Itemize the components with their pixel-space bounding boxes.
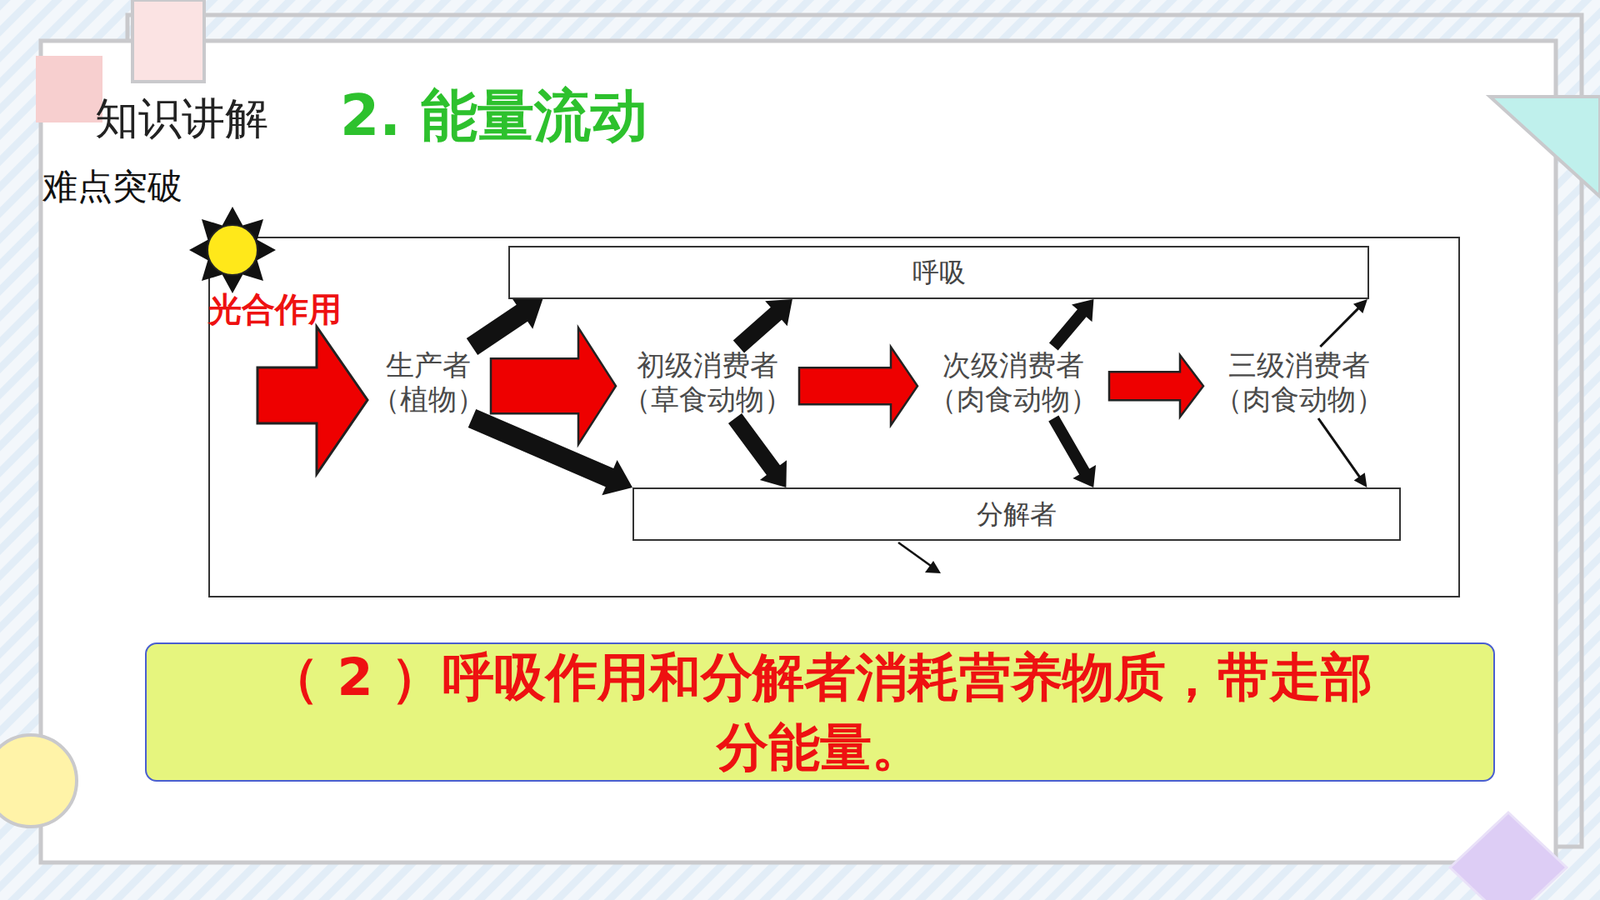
slide-title: 2. 能量流动 <box>340 78 648 155</box>
pink-tab <box>132 0 205 82</box>
node-note: （肉食动物） <box>928 382 1099 417</box>
loss-arrow <box>733 299 793 353</box>
sunlight-arrow <box>257 326 368 475</box>
loss-arrow <box>468 409 633 495</box>
diagram-frame <box>209 237 1460 597</box>
energy-flow-arrow <box>799 346 918 425</box>
callout-text: （ 2 ）呼吸作用和分解者消耗营养物质，带走部分能量。 <box>263 642 1377 782</box>
process-label: 光合作用 <box>208 286 342 333</box>
node-name: 三级消费者 <box>1228 348 1370 383</box>
loss-arrow <box>1319 299 1368 348</box>
node-name: 呼吸 <box>912 256 966 289</box>
energy-flow-arrow <box>1109 355 1204 417</box>
node-name: 生产者 <box>385 348 471 383</box>
trophic-level: 生产者（植物） <box>365 346 491 419</box>
node-name: 分解者 <box>976 498 1057 530</box>
sun-rays <box>189 206 276 294</box>
purple-diamond <box>1450 812 1567 900</box>
energy-flow-arrow <box>490 327 616 445</box>
loss-arrow <box>1317 417 1368 488</box>
loss-arrow <box>728 413 787 488</box>
loss-arrow <box>1049 299 1094 351</box>
pink-square <box>35 55 103 123</box>
process-box: 分解者 <box>632 487 1401 541</box>
node-name: 初级消费者 <box>636 348 779 383</box>
outflow-line <box>898 542 931 566</box>
outflow-head <box>925 560 941 574</box>
node-note: （植物） <box>371 382 485 417</box>
node-note: （草食动物） <box>622 382 793 417</box>
process-box: 呼吸 <box>508 245 1370 300</box>
node-note: （肉食动物） <box>1214 382 1385 417</box>
loss-arrow <box>466 297 544 355</box>
loss-arrow <box>1048 415 1096 488</box>
trophic-level: 次级消费者（肉食动物） <box>917 346 1110 419</box>
yellow-circle <box>0 735 77 827</box>
cyan-triangle <box>1490 96 1600 197</box>
sun-disc <box>207 225 258 275</box>
trophic-level: 初级消费者（草食动物） <box>615 346 800 419</box>
node-name: 次级消费者 <box>942 348 1085 383</box>
trophic-level: 三级消费者（肉食动物） <box>1203 346 1395 419</box>
section-label: 知识讲解 <box>95 90 269 149</box>
white-panel <box>40 40 1556 863</box>
section-label: 难点突破 <box>42 163 183 210</box>
callout-box: （ 2 ）呼吸作用和分解者消耗营养物质，带走部分能量。 <box>145 642 1495 782</box>
